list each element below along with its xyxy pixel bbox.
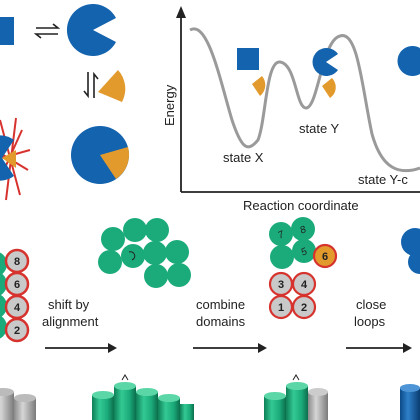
- energy-curve: [189, 27, 420, 173]
- y-axis-label: Energy: [162, 84, 177, 126]
- state-x-square-icon: [237, 48, 259, 70]
- cylinder-bundle-1: [0, 388, 36, 420]
- gray-circle-label: 8: [14, 256, 20, 268]
- gray-circle-label: 2: [14, 325, 20, 337]
- rotation-arrow-icon: [128, 251, 136, 261]
- cylinder-bundle-4: [400, 384, 420, 420]
- green-circle-cluster: [98, 218, 191, 288]
- step-arrow-3: [346, 343, 412, 353]
- step-label-shift-by: shift by: [48, 297, 90, 312]
- pacman-with-wedge-clash-icon: [2, 150, 16, 168]
- step-label-domains: domains: [196, 314, 246, 329]
- pacman-icon: [66, 4, 116, 57]
- gray-circle-column: 8 6 4 2: [0, 248, 30, 343]
- square-icon: [0, 17, 14, 45]
- numbered-circle-label: 2: [301, 302, 307, 314]
- state-y-wedge-icon: [322, 78, 336, 98]
- combined-domain-circles: 3 4 1 2 6 7 8 5: [268, 217, 338, 320]
- step-arrow-2: [193, 343, 267, 353]
- step-arrow-1: [45, 343, 117, 353]
- gray-circle: [4, 317, 30, 343]
- state-y-pacman-icon: [312, 48, 338, 76]
- y-axis-arrowhead: [176, 6, 186, 18]
- step-label-loops: loops: [354, 314, 386, 329]
- wedge-icon: [98, 70, 126, 102]
- numbered-circle-label: 3: [278, 279, 284, 291]
- numbered-circle-label: 5: [299, 246, 309, 259]
- state-x-wedge-icon: [252, 76, 266, 96]
- numbered-circle-label: 4: [301, 279, 308, 291]
- numbered-circle-label: 6: [322, 251, 328, 263]
- binding-scheme: [0, 4, 130, 201]
- numbered-circle-label: 7: [276, 229, 286, 242]
- step-label-alignment: alignment: [42, 314, 99, 329]
- bound-complex-icon: [71, 126, 130, 184]
- state-y-c-label: state Y-c: [358, 172, 408, 187]
- gray-circle-label: 6: [14, 279, 20, 291]
- energy-plot: Energy Reaction coordinate state X state…: [162, 6, 420, 213]
- numbered-circle-label: 1: [278, 302, 284, 314]
- cylinder-bundle-3: [264, 374, 328, 420]
- state-x-label: state X: [223, 150, 264, 165]
- numbered-circle-label: 8: [298, 224, 308, 237]
- x-axis-label: Reaction coordinate: [243, 198, 359, 213]
- state-y-label: state Y: [299, 121, 340, 136]
- closed-loop-circles: [401, 228, 420, 274]
- step-label-combine: combine: [196, 297, 245, 312]
- gray-circle-label: 4: [14, 302, 21, 314]
- step-label-close: close: [356, 297, 386, 312]
- equilibrium-arrows-vertical-icon: [83, 71, 99, 99]
- equilibrium-arrows-icon: [33, 23, 61, 39]
- cylinder-bundle-2: [92, 374, 194, 420]
